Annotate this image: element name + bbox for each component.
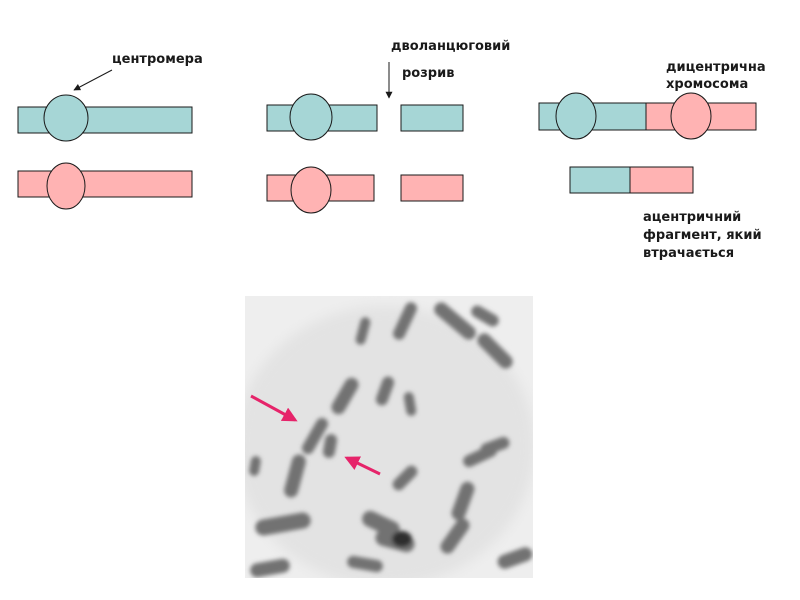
chromosome (471, 305, 499, 327)
chromosome (434, 302, 476, 340)
chromosome (451, 481, 475, 521)
pink-centromere (46, 162, 86, 210)
centromere-pointer-arrow (73, 69, 113, 91)
chromosome (480, 436, 510, 456)
chromosome (255, 512, 311, 536)
chromosome (249, 456, 261, 476)
chromosome (375, 376, 395, 406)
pink-chromosome-broken-fragment (400, 174, 464, 202)
chromosome (392, 465, 418, 491)
teal-chromosome-broken-fragment (400, 104, 464, 132)
panel-dicentric-result (538, 92, 757, 194)
acentric-label-line1: ацентричний (643, 210, 742, 225)
chromosome-break-diagram (17, 62, 757, 214)
chromosome (284, 454, 306, 498)
dark-chromosome-cluster (392, 531, 412, 547)
acentric-label-line2: фрагмент, який (643, 228, 762, 243)
chromosome (331, 377, 359, 415)
dicentric-pink-centromere (670, 92, 712, 140)
teal-centromere (289, 93, 333, 141)
acentric-label-line3: втрачається (643, 246, 735, 261)
chromosome (440, 518, 470, 554)
dicentric-teal-centromere (555, 92, 597, 140)
chromosome (497, 547, 533, 569)
dicentric-chromosome (302, 417, 328, 455)
acentric-fragment (322, 434, 338, 458)
metaphase-micrograph (245, 296, 533, 578)
acentric-teal-part (569, 166, 631, 194)
double-strand-label-line2: розрив (402, 66, 455, 81)
acentric-pink-part (629, 166, 694, 194)
pink-centromere (290, 166, 332, 214)
dicentric-label-line2: хромосома (666, 77, 749, 92)
chromosome (403, 392, 417, 416)
panel-normal (17, 69, 193, 210)
chromosome (477, 333, 513, 369)
chromosome (362, 510, 400, 538)
chromosome (250, 558, 290, 578)
pink-arrow-dicentric (250, 394, 298, 422)
pink-arrow-fragment (344, 456, 381, 476)
chromosome (347, 555, 383, 573)
chromosome (393, 302, 417, 340)
chromosome (355, 317, 371, 345)
panel-double-strand-break (266, 62, 464, 214)
teal-centromere (43, 94, 89, 142)
pink-chromosome-arm (17, 170, 193, 198)
chromosome-spread (249, 302, 533, 578)
double-strand-label-line1: дволанцюговий (391, 39, 511, 54)
dicentric-label-line1: дицентрична (666, 60, 766, 75)
centromere-label: центромера (112, 52, 203, 67)
